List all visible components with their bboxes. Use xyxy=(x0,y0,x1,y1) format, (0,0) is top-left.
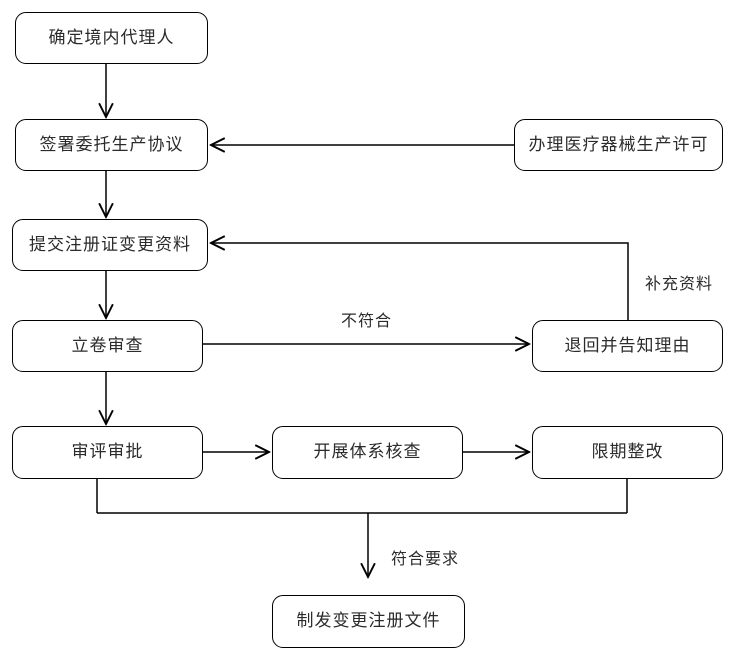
node-label: 审评审批 xyxy=(71,442,144,462)
node-apply-medical-device-production-license[interactable]: 办理医疗器械生产许可 xyxy=(514,119,723,171)
node-confirm-domestic-agent[interactable]: 确定境内代理人 xyxy=(15,12,208,64)
node-technical-review-approval[interactable]: 审评审批 xyxy=(12,426,203,479)
node-label: 退回并告知理由 xyxy=(564,335,691,356)
node-label: 限期整改 xyxy=(591,442,664,462)
node-label: 确定境内代理人 xyxy=(48,27,175,48)
edge-label-not-compliant: 不符合 xyxy=(341,311,393,330)
node-label: 提交注册证变更资料 xyxy=(29,234,191,255)
node-label: 立卷审查 xyxy=(71,335,144,356)
node-rectify-within-time-limit[interactable]: 限期整改 xyxy=(532,426,723,479)
node-label: 开展体系核查 xyxy=(313,442,422,462)
node-filing-review[interactable]: 立卷审查 xyxy=(12,320,203,372)
node-conduct-system-inspection[interactable]: 开展体系核查 xyxy=(272,426,463,479)
edge-return-to-submit-feedback xyxy=(211,243,629,320)
node-sign-contract-manufacturing-agreement[interactable]: 签署委托生产协议 xyxy=(15,119,208,171)
edge-label-meets-requirements: 符合要求 xyxy=(391,549,460,568)
node-return-and-notify-reason[interactable]: 退回并告知理由 xyxy=(532,320,723,372)
node-submit-registration-change-materials[interactable]: 提交注册证变更资料 xyxy=(12,219,208,271)
node-label: 办理医疗器械生产许可 xyxy=(528,134,709,155)
node-label: 制发变更注册文件 xyxy=(296,611,441,631)
edge-label-supplement-materials: 补充资料 xyxy=(645,274,714,293)
node-label: 签署委托生产协议 xyxy=(39,134,184,155)
node-issue-change-registration-document[interactable]: 制发变更注册文件 xyxy=(272,595,465,648)
